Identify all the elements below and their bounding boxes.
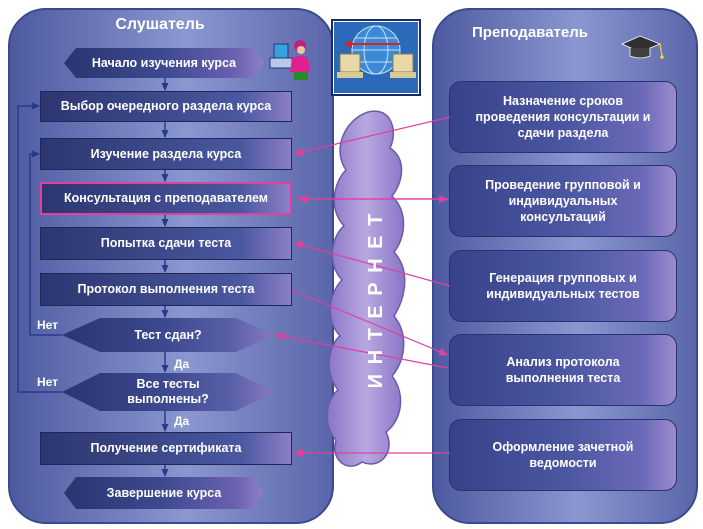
flow-arrows [17,78,169,477]
teacher-panel-title: Преподаватель [472,24,588,41]
teacher-box-schedule: Назначение сроков проведения консультаци… [449,81,677,153]
internet-label: И Н Т Е Р Н Е Т [365,212,387,389]
test-protocol-box: Протокол выполнения теста [40,273,292,306]
yes-label-2: Да [174,414,190,428]
teacher-box-tests: Генерация групповых и индивидуальных тес… [449,250,677,322]
no-label-2: Нет [37,375,59,389]
student-panel-title: Слушатель [115,16,205,33]
study-section-box: Изучение раздела курса [40,138,292,170]
consultation-box: Консультация с преподавателем [40,182,292,215]
internet-arrows [275,116,451,457]
all-tests-decision: Все тесты выполнены? [62,373,274,411]
test-attempt-box: Попытка сдачи теста [40,227,292,260]
teacher-box-report: Оформление зачетной ведомости [449,419,677,491]
graduation-cap-icon [621,35,664,59]
teacher-box-analysis: Анализ протокола выполнения теста [449,334,677,406]
internet-cloud [326,110,406,467]
finish-terminal: Завершение курса [64,477,264,509]
no-label-1: Нет [37,318,59,332]
certificate-box: Получение сертификата [40,432,292,465]
start-terminal: Начало изучения курса [64,48,264,78]
test-passed-decision: Тест сдан? [62,318,274,352]
select-section-box: Выбор очередного раздела курса [40,91,292,122]
network-computers-icon [331,19,421,96]
teacher-box-consultations: Проведение групповой и индивидуальных ко… [449,165,677,237]
student-at-computer-icon [269,40,310,80]
yes-label-1: Да [174,357,190,371]
